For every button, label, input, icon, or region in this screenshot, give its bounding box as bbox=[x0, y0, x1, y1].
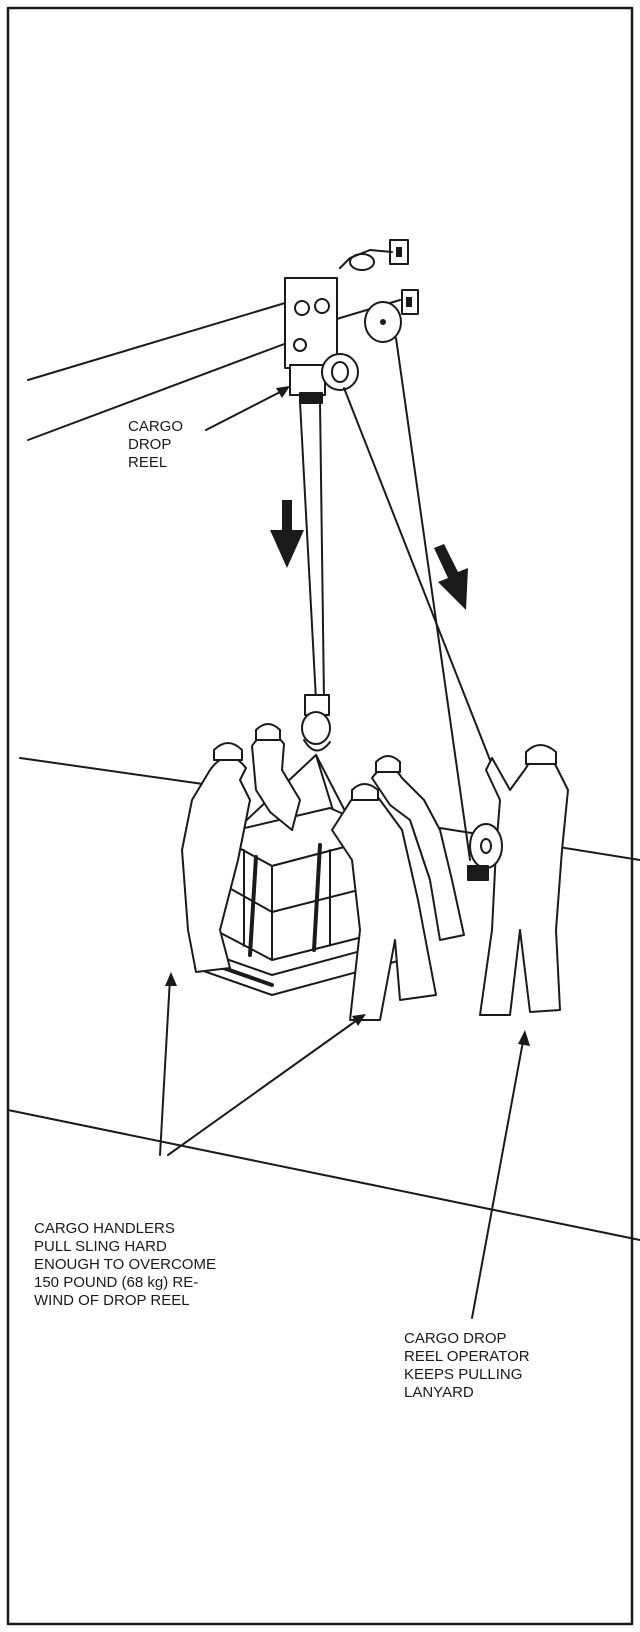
label-cargo-handlers: CARGO HANDLERS PULL SLING HARD ENOUGH TO… bbox=[34, 1220, 216, 1310]
trolley-assembly bbox=[285, 278, 358, 403]
lanyard-sheave bbox=[365, 302, 401, 342]
direction-arrows bbox=[270, 500, 468, 610]
reel-operator bbox=[480, 745, 568, 1015]
label-cargo-drop-reel: CARGO DROP REEL bbox=[128, 418, 183, 472]
cargo-drop-reel bbox=[322, 354, 358, 390]
label-reel-operator: CARGO DROP REEL OPERATOR KEEPS PULLING L… bbox=[404, 1330, 530, 1402]
